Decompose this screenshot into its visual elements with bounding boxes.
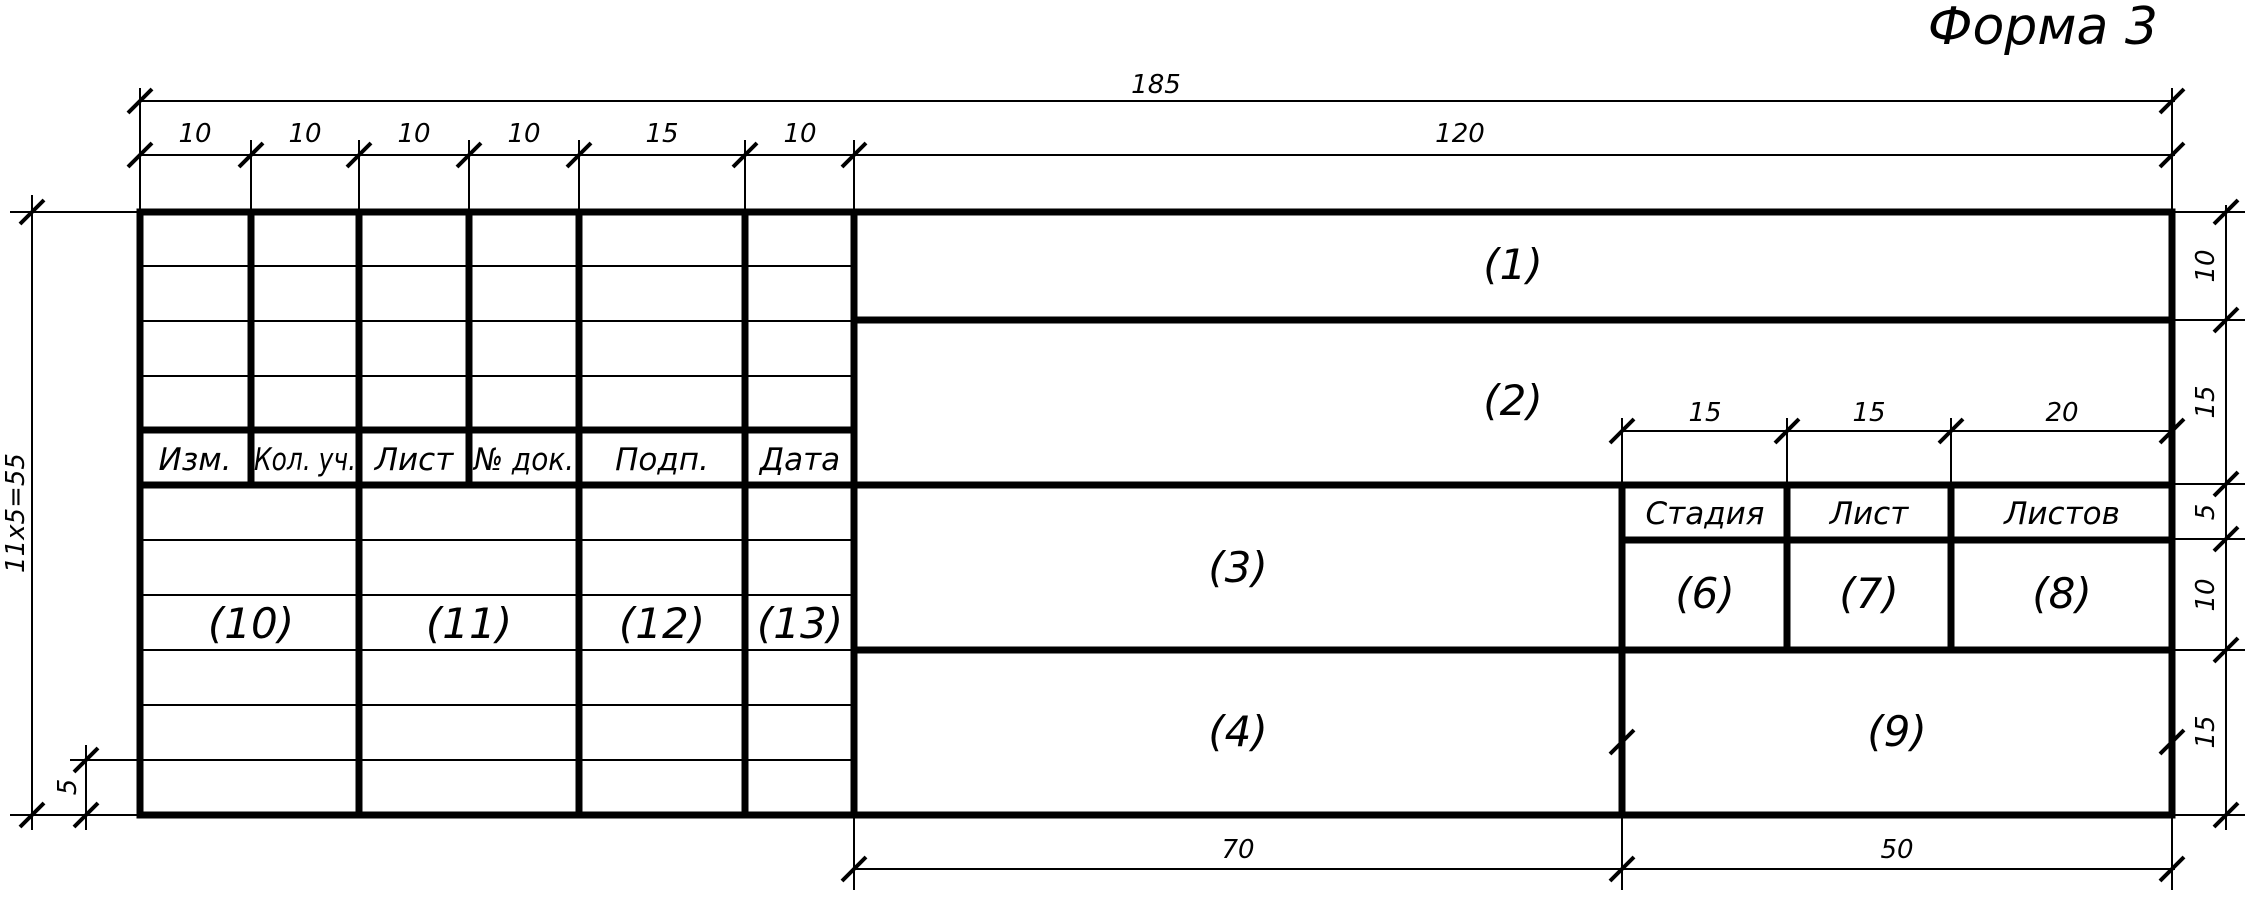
cell-4-label: (4) xyxy=(1208,707,1268,756)
cell-11-label: (11) xyxy=(426,599,512,648)
dim-col-f: 10 xyxy=(783,119,816,149)
header-n-dok: № док. xyxy=(472,442,574,478)
dim-sheets-width: 20 xyxy=(2045,398,2078,428)
dim-col-a: 10 xyxy=(178,119,211,149)
dim-row-unit: 5 xyxy=(53,779,83,796)
dim-right-width: 120 xyxy=(1435,119,1485,149)
dim-total-height: 11x5=55 xyxy=(1,453,31,573)
header-listov: Листов xyxy=(2003,496,2120,532)
cell-12-label: (12) xyxy=(619,599,705,648)
cell-1-label: (1) xyxy=(1483,240,1543,289)
dimension-labels: 185 10 10 10 10 15 10 120 11x5=55 5 10 1… xyxy=(1,70,2221,865)
header-izm: Изм. xyxy=(159,442,232,478)
cell-6-label: (6) xyxy=(1675,569,1735,618)
cell-10-label: (10) xyxy=(208,599,294,648)
dim-col-c: 10 xyxy=(397,119,430,149)
cell-9-label: (9) xyxy=(1867,707,1927,756)
dim-bottom-right: 50 xyxy=(1880,835,1913,865)
dimension-ticks xyxy=(18,87,2240,883)
header-stadia: Стадия xyxy=(1646,496,1765,532)
thin-row-lines xyxy=(140,265,854,761)
dim-sheet-width: 15 xyxy=(1852,398,1885,428)
header-list-right: Лист xyxy=(1829,496,1910,532)
cell-13-label: (13) xyxy=(757,599,843,648)
header-data: Дата xyxy=(758,442,840,478)
dim-col-e: 15 xyxy=(645,119,678,149)
dim-bottom-left: 70 xyxy=(1221,835,1254,865)
dim-right-10-mid: 10 xyxy=(2191,578,2221,611)
dim-right-10-top: 10 xyxy=(2191,249,2221,282)
dim-total-width: 185 xyxy=(1131,70,1181,100)
cell-labels: (1) (2) (3) (4) (6) (7) (8) (9) (10) (11… xyxy=(208,240,2092,756)
dim-right-15: 15 xyxy=(2191,385,2221,418)
cell-3-label: (3) xyxy=(1208,543,1268,592)
dim-col-d: 10 xyxy=(507,119,540,149)
header-podp: Подп. xyxy=(615,442,709,478)
form-title: Форма 3 xyxy=(1928,0,2158,57)
dim-stage-width: 15 xyxy=(1688,398,1721,428)
dimension-lines xyxy=(10,88,2245,890)
cell-2-label: (2) xyxy=(1483,376,1543,425)
header-list: Лист xyxy=(374,442,455,478)
header-kol-uch: Кол. уч. xyxy=(254,442,356,478)
dim-right-5: 5 xyxy=(2191,504,2221,521)
header-labels: Изм. Кол. уч. Лист № док. Подп. Дата Ста… xyxy=(159,442,2120,532)
frame-lines xyxy=(136,208,2176,819)
cell-8-label: (8) xyxy=(2032,569,2092,618)
cell-7-label: (7) xyxy=(1839,569,1899,618)
dim-col-b: 10 xyxy=(288,119,321,149)
dim-right-15-bottom: 15 xyxy=(2191,715,2221,748)
